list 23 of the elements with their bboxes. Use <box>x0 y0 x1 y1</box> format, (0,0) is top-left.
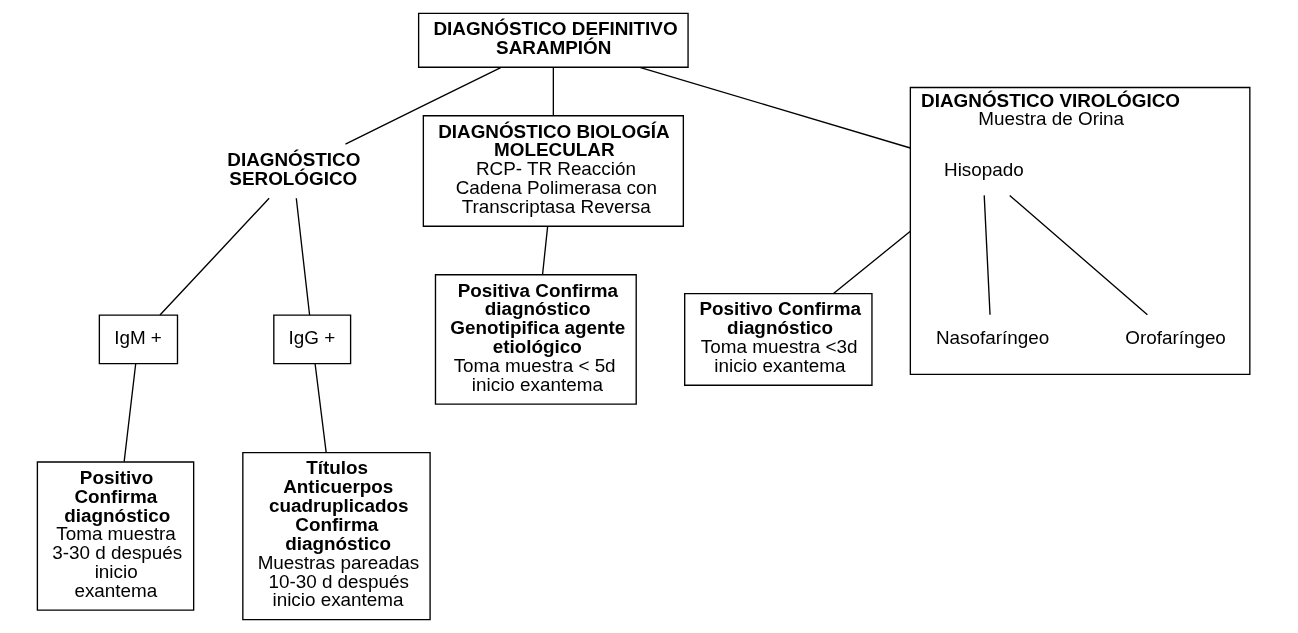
node-box: DIAGNÓSTICO DEFINITIVO SARAMPIÓN <box>417 12 689 68</box>
node-box: Positivo Confirma diagnóstico Toma muestra <3d inicio exantema <box>684 292 873 386</box>
node-box: Positiva Confirma diagnóstico Genotipifica agente etiológico Toma muestra < 5d inicio exantema <box>434 274 637 405</box>
node-text: DIAGNÓSTICO SEROLÓGICO <box>227 148 361 189</box>
node-box: Positivo Confirma diagnóstico Toma muestra 3-30 d después inicio exantema <box>36 461 195 611</box>
connector <box>983 194 991 316</box>
connector <box>1009 194 1149 316</box>
node-box: IgM + <box>98 314 179 365</box>
node-text: Hisopado <box>944 158 1024 180</box>
node-box: Títulos Anticuerpos cuadruplicados Confirma diagnóstico Muestras pareadas 10-30 d después inicio exantema <box>242 451 431 621</box>
connector <box>832 230 912 295</box>
connector <box>123 363 137 463</box>
connector <box>159 197 270 316</box>
connector <box>639 66 912 149</box>
connector <box>295 197 311 316</box>
node-box: IgG + <box>273 314 352 365</box>
connector <box>344 66 502 145</box>
connector <box>314 363 327 454</box>
node-text: Nasofaríngeo <box>935 327 1050 349</box>
connector <box>541 225 549 276</box>
node-text: Orofaríngeo <box>1125 327 1226 349</box>
connector <box>552 66 555 116</box>
node-box: DIAGNÓSTICO BIOLOGÍA MOLECULAR RCP- TR Reacción Cadena Polimerasa con Transcriptasa Reversa <box>422 115 685 227</box>
